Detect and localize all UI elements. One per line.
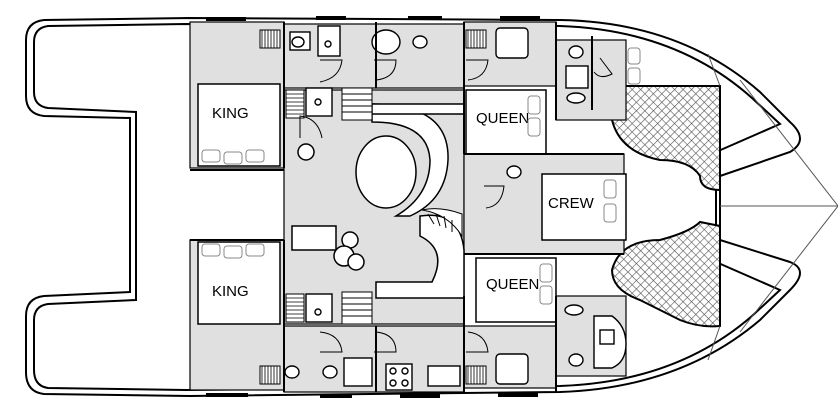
hull-portlights	[206, 16, 540, 398]
pillows	[201, 47, 641, 305]
salon-seating	[291, 103, 465, 299]
trampoline-net-upper	[610, 85, 721, 192]
trampoline-net-lower	[610, 220, 721, 328]
door-swings	[299, 57, 613, 353]
cabin-label: QUEEN	[486, 276, 539, 293]
cabin-label: CREW	[548, 195, 595, 212]
companionway-stairs	[341, 87, 463, 325]
head-fixtures	[284, 25, 627, 391]
cabin-label: KING	[212, 105, 249, 122]
cabin-label: QUEEN	[476, 110, 529, 127]
partition-walls	[190, 22, 624, 392]
hull-outline	[25, 16, 801, 398]
cabin-label: KING	[212, 283, 249, 300]
forestay-lines	[707, 53, 838, 361]
locker-hatching	[261, 30, 484, 384]
